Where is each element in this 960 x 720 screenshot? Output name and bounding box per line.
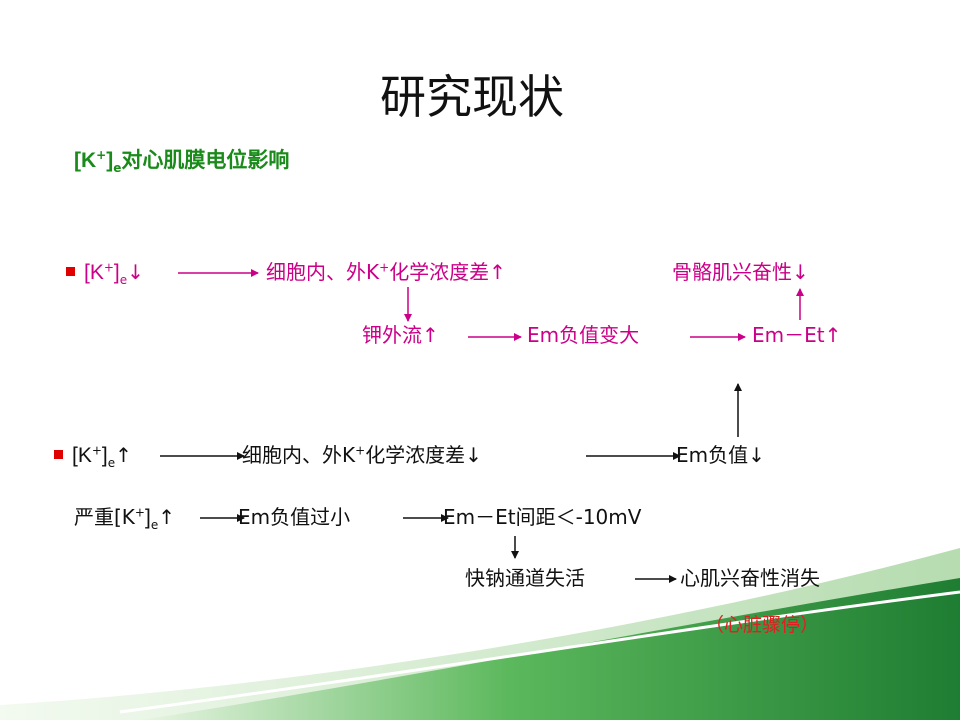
em-et-gap-up: Em－Et↑ xyxy=(752,323,842,347)
row1-gradient-up: 细胞内、外K+化学浓度差↑ xyxy=(266,260,506,284)
page-title: 研究现状 xyxy=(380,70,564,124)
em-et-gap-threshold: Em－Et间距＜-10mV xyxy=(443,505,642,529)
subtitle: [K+]e对心肌膜电位影响 xyxy=(74,148,290,176)
cardiac-arrest-note: （心脏骤停） xyxy=(705,614,820,636)
row1-condition: [K+]e↓ xyxy=(66,261,144,286)
row2-condition: [K+]e↑ xyxy=(54,444,132,469)
row3-condition: 严重[K+]e↑ xyxy=(74,505,175,532)
em-negative-larger: Em负值变大 xyxy=(527,323,640,347)
fast-na-channel-inactivation: 快钠通道失活 xyxy=(465,566,585,590)
em-negative-too-small: Em负值过小 xyxy=(238,505,351,529)
em-negative-down: Em负值↓ xyxy=(676,443,765,467)
row2-gradient-down: 细胞内、外K+化学浓度差↓ xyxy=(242,443,482,467)
k-efflux-up: 钾外流↑ xyxy=(362,323,439,347)
skeletal-excitability-down: 骨骼肌兴奋性↓ xyxy=(672,260,809,284)
cardiac-excitability-lost: 心肌兴奋性消失 xyxy=(680,566,820,590)
bullet-square-icon xyxy=(54,450,63,459)
bullet-square-icon xyxy=(66,267,75,276)
